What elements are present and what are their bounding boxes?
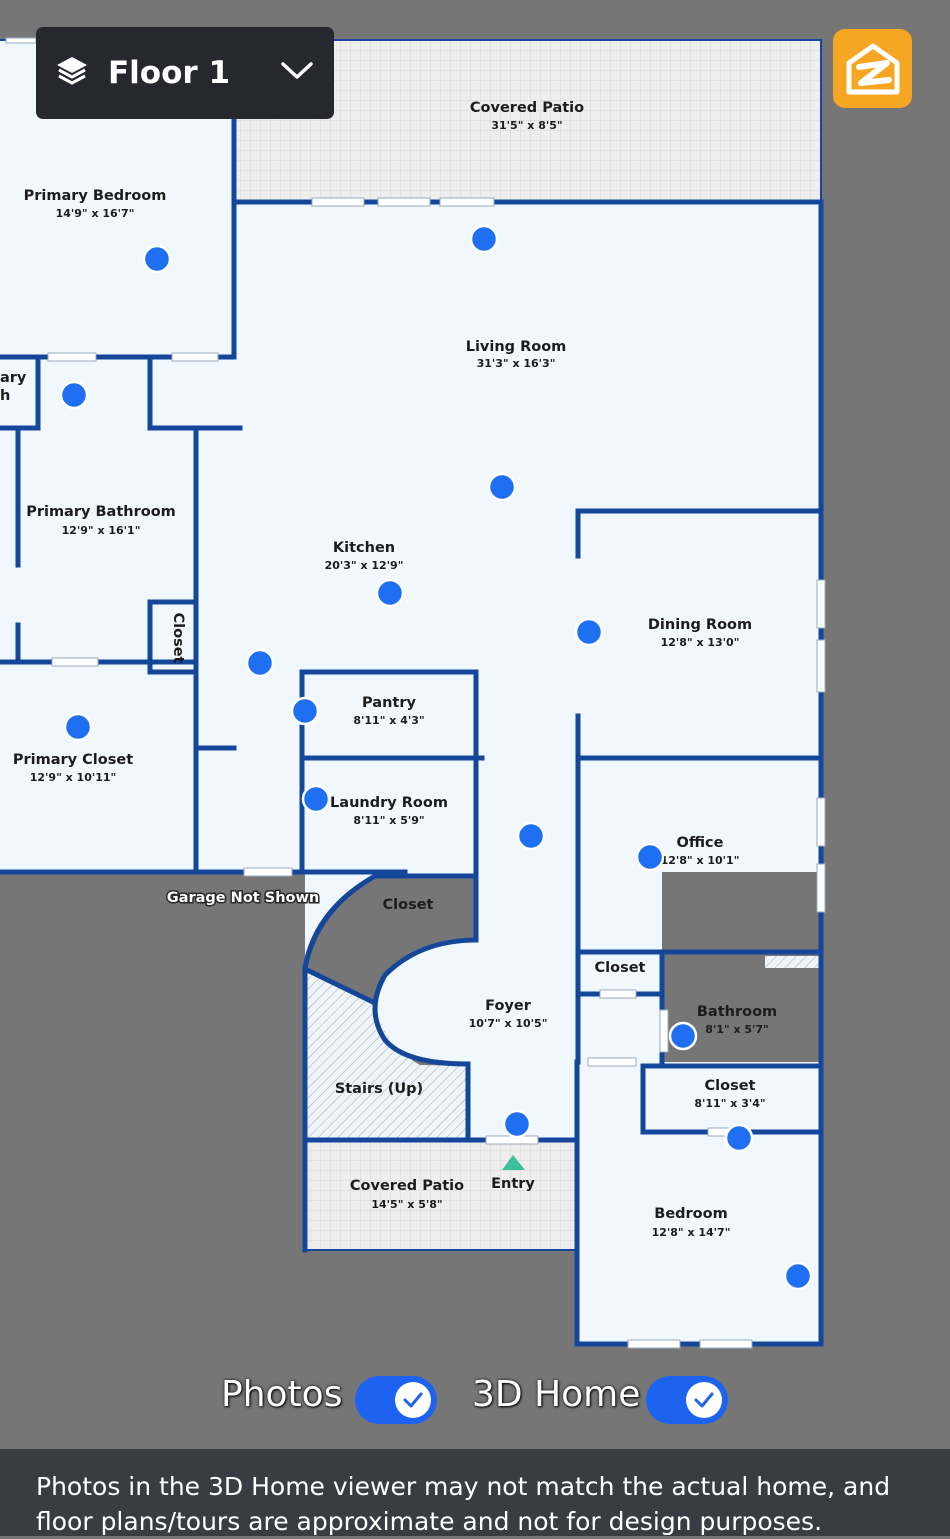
photos-toggle[interactable] <box>355 1376 437 1424</box>
floor-areas <box>0 40 821 1344</box>
chevron-down-icon <box>280 60 314 87</box>
photos-toggle-label: Photos <box>221 1374 343 1415</box>
primary-closet-dims: 12'9" x 10'11" <box>30 771 117 784</box>
floor-plan: Covered Patio 31'5" x 8'5" Primary Bedro… <box>0 37 826 1349</box>
disclaimer-line-1: Photos in the 3D Home viewer may not mat… <box>36 1472 891 1501</box>
closet-bedroom-dims: 8'11" x 3'4" <box>694 1097 765 1110</box>
photo-hotspots[interactable] <box>59 224 813 1291</box>
openings <box>5 37 826 1349</box>
pantry-name: Pantry <box>362 695 416 711</box>
primary-bedroom-dims: 14'9" x 16'7" <box>56 207 135 220</box>
entry-name: Entry <box>491 1176 535 1192</box>
primary-bedroom-name: Primary Bedroom <box>24 188 167 204</box>
foyer-floor <box>305 872 662 1142</box>
stairs-name: Stairs (Up) <box>335 1081 423 1097</box>
photo-hotspot[interactable] <box>469 224 499 254</box>
photo-hotspot[interactable] <box>783 1261 813 1291</box>
office-dims: 12'8" x 10'1" <box>661 854 740 867</box>
view-toggles: Photos 3D Home <box>0 1368 950 1432</box>
partial-room-label-2: h <box>0 388 10 404</box>
kitchen-name: Kitchen <box>333 540 395 556</box>
closet-foyer-name: Closet <box>383 897 434 913</box>
covered-patio-bottom-name: Covered Patio <box>350 1178 464 1194</box>
covered-patio-top-dims: 31'5" x 8'5" <box>491 119 562 132</box>
closet-vertical-name: Closet <box>170 613 186 664</box>
photo-hotspot[interactable] <box>668 1021 698 1051</box>
laundry-room-name: Laundry Room <box>330 795 448 811</box>
photo-hotspot[interactable] <box>245 648 275 678</box>
laundry-room-dims: 8'11" x 5'9" <box>353 814 424 827</box>
partial-room-label-1: ary <box>0 370 27 386</box>
dining-room-name: Dining Room <box>648 617 752 633</box>
dining-room-dims: 12'8" x 13'0" <box>661 636 740 649</box>
photo-hotspot[interactable] <box>63 712 93 742</box>
covered-patio-bottom-dims: 14'5" x 5'8" <box>371 1198 442 1211</box>
room-labels: Covered Patio 31'5" x 8'5" Primary Bedro… <box>0 100 777 1239</box>
covered-patio-bottom-area <box>305 1142 577 1250</box>
garage-note: Garage Not Shown <box>167 890 319 906</box>
bedroom-name: Bedroom <box>654 1206 727 1222</box>
check-icon <box>686 1382 722 1418</box>
primary-closet-name: Primary Closet <box>13 752 133 768</box>
bathroom-dims: 8'1" x 5'7" <box>705 1023 769 1036</box>
zillow-logo-icon[interactable] <box>833 29 912 108</box>
floor-selector[interactable]: Floor 1 <box>36 27 334 119</box>
covered-patio-top-name: Covered Patio <box>470 100 584 116</box>
photo-hotspot[interactable] <box>574 617 604 647</box>
disclaimer-line-2: floor plans/tours are approximate and no… <box>36 1507 823 1536</box>
foyer-dims: 10'7" x 10'5" <box>469 1017 548 1030</box>
bathroom-hatch <box>765 956 820 968</box>
bathroom-name: Bathroom <box>697 1004 777 1020</box>
closet-bedroom-name: Closet <box>705 1078 756 1094</box>
office-name: Office <box>677 835 724 851</box>
photo-hotspot[interactable] <box>635 842 665 872</box>
bedroom-dims: 12'8" x 14'7" <box>652 1226 731 1239</box>
layers-icon <box>54 53 90 94</box>
photo-hotspot[interactable] <box>487 472 517 502</box>
primary-bathroom-name: Primary Bathroom <box>26 504 176 520</box>
floor-selector-label: Floor 1 <box>108 55 231 91</box>
pantry-dims: 8'11" x 4'3" <box>353 714 424 727</box>
primary-bathroom-dims: 12'9" x 16'1" <box>62 524 141 537</box>
3d-home-toggle-label: 3D Home <box>472 1374 641 1415</box>
check-icon <box>395 1382 431 1418</box>
photo-hotspot[interactable] <box>290 696 320 726</box>
foyer-name: Foyer <box>485 998 532 1014</box>
photo-hotspot[interactable] <box>59 380 89 410</box>
photo-hotspot[interactable] <box>375 578 405 608</box>
living-room-name: Living Room <box>466 339 567 355</box>
bedroom-floor <box>577 1062 821 1344</box>
disclaimer: Photos in the 3D Home viewer may not mat… <box>0 1449 950 1536</box>
entry-marker-icon <box>502 1155 525 1170</box>
closet-office-name: Closet <box>595 960 646 976</box>
photo-hotspot[interactable] <box>724 1123 754 1153</box>
living-room-dims: 31'3" x 16'3" <box>477 357 556 370</box>
photo-hotspot[interactable] <box>502 1109 532 1139</box>
kitchen-dims: 20'3" x 12'9" <box>325 559 404 572</box>
photo-hotspot[interactable] <box>301 784 331 814</box>
stairs-area <box>307 970 468 1140</box>
photo-hotspot[interactable] <box>516 821 546 851</box>
3d-home-toggle[interactable] <box>646 1376 728 1424</box>
photo-hotspot[interactable] <box>142 244 172 274</box>
